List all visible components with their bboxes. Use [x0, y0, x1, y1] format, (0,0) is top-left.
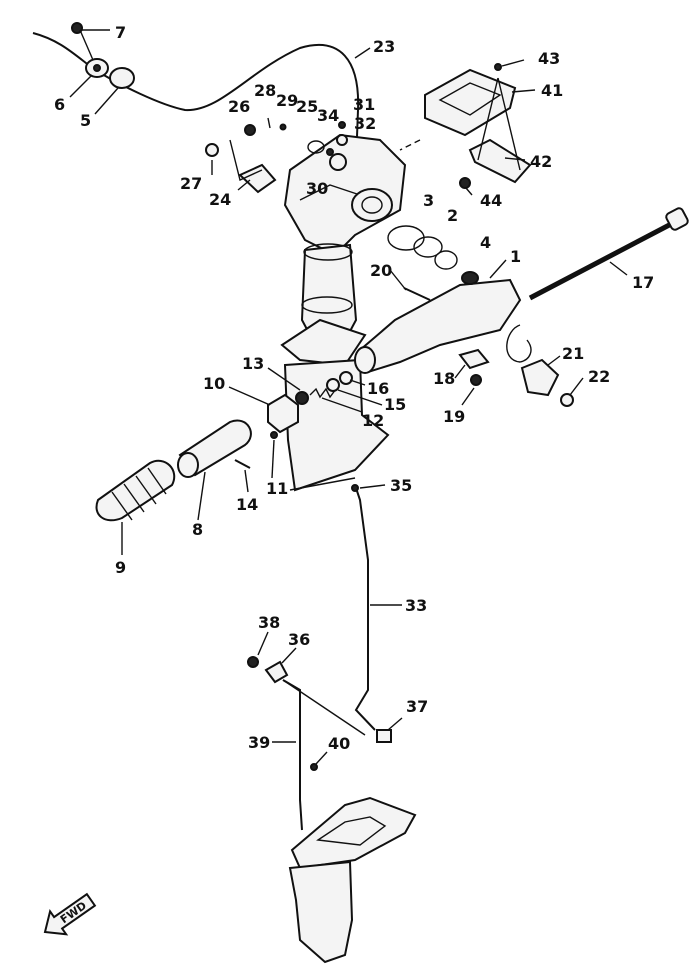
cavitation-plate	[290, 796, 417, 870]
callout-33: 33	[405, 596, 427, 615]
lever-24	[238, 163, 277, 194]
ring-3	[387, 225, 425, 251]
callout-4: 4	[480, 233, 491, 252]
steering-handle	[358, 278, 522, 374]
cable-grommet-5	[109, 67, 135, 89]
callout-3: 3	[423, 191, 434, 210]
callout-27: 27	[180, 174, 202, 193]
nut-22	[560, 393, 574, 407]
callout-44: 44	[480, 191, 502, 210]
fwd-arrow-icon: FWD	[43, 892, 97, 936]
callout-23: 23	[373, 37, 395, 56]
pin-28	[267, 117, 271, 129]
washer-15	[326, 378, 340, 392]
callout-21: 21	[562, 344, 584, 363]
nut-34	[326, 148, 334, 156]
callout-32: 32	[354, 114, 376, 133]
pin-40	[310, 763, 318, 771]
callout-13: 13	[242, 354, 264, 373]
callout-25: 25	[296, 97, 318, 116]
callout-28: 28	[254, 81, 276, 100]
pin-11	[270, 431, 278, 439]
callout-15: 15	[384, 395, 406, 414]
callout-35: 35	[390, 476, 412, 495]
drive-shaft-housing	[300, 243, 358, 336]
gear-case	[288, 860, 354, 964]
callout-37: 37	[406, 697, 428, 716]
ring-4	[434, 250, 458, 270]
callout-22: 22	[588, 367, 610, 386]
callout-labels: 7 6 5 23 28 29 26 25 31 34 32 30 27 24 4…	[54, 23, 654, 753]
callout-30: 30	[306, 179, 328, 198]
part-30	[329, 153, 347, 171]
callout-16: 16	[367, 379, 389, 398]
bracket-42	[468, 138, 532, 184]
callout-5: 5	[80, 111, 91, 130]
tiller-rod-knob	[665, 207, 689, 231]
callout-20: 20	[370, 261, 392, 280]
callout-43: 43	[538, 49, 560, 68]
connector-21	[520, 358, 560, 397]
callout-40: 40	[328, 734, 350, 753]
screw-20	[403, 287, 431, 301]
callout-10: 10	[203, 374, 225, 393]
callout-24: 24	[209, 190, 231, 209]
callout-18: 18	[433, 369, 455, 388]
callout-6: 6	[54, 95, 65, 114]
callout-9: 9	[115, 558, 126, 577]
pin-35	[351, 484, 359, 492]
plate-18	[458, 348, 490, 370]
callout-38: 38	[258, 613, 280, 632]
callout-2: 2	[447, 206, 458, 225]
callout-26: 26	[228, 97, 250, 116]
cap-10	[267, 393, 299, 434]
bracket-36	[264, 660, 289, 684]
ring-2	[413, 236, 443, 258]
washer-16	[339, 371, 353, 385]
clip-37	[376, 729, 392, 743]
bolt-19	[470, 374, 482, 386]
screw-14	[234, 459, 251, 469]
swivel-collar	[351, 188, 393, 222]
callout-41: 41	[541, 81, 563, 100]
bolt-44	[459, 177, 471, 189]
callout-36: 36	[288, 630, 310, 649]
callout-17: 17	[632, 273, 654, 292]
throttle-grip-9	[95, 459, 176, 522]
screw-31	[338, 121, 346, 129]
bolt-38	[247, 656, 259, 668]
oring-25	[307, 140, 325, 154]
callout-12: 12	[362, 411, 384, 430]
cover-41	[424, 68, 517, 137]
callout-11: 11	[266, 479, 288, 498]
diagram-drawing	[32, 22, 689, 964]
callout-7: 7	[115, 23, 126, 42]
cap-27	[205, 143, 219, 157]
swivel-head	[283, 133, 407, 257]
tiller-rod	[528, 219, 677, 301]
washer-32	[336, 134, 348, 146]
spring-12	[309, 387, 337, 399]
callout-8: 8	[192, 520, 203, 539]
callout-19: 19	[443, 407, 465, 426]
shift-rod-33	[354, 484, 376, 731]
callout-1: 1	[510, 247, 521, 266]
leader-lines	[69, 29, 628, 765]
wire-lead	[506, 324, 532, 363]
screw-43	[494, 63, 502, 71]
callout-34: 34	[317, 106, 339, 125]
callout-31: 31	[353, 95, 375, 114]
callout-14: 14	[236, 495, 258, 514]
callout-39: 39	[248, 733, 270, 752]
rod-39	[282, 679, 303, 831]
callout-29: 29	[276, 91, 298, 110]
cap-26	[244, 124, 256, 136]
clip-29	[279, 123, 287, 131]
housing-flange	[280, 318, 367, 367]
callout-42: 42	[530, 152, 552, 171]
